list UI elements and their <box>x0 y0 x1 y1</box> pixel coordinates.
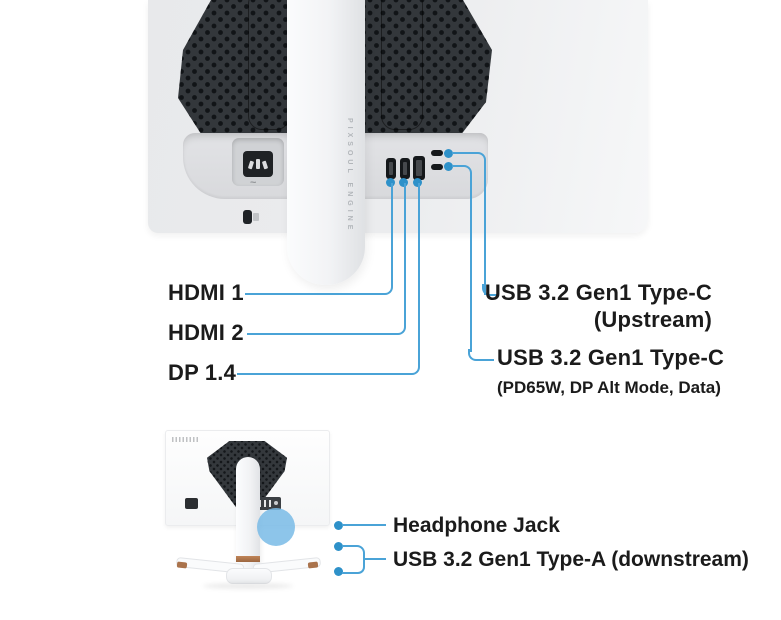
dp-port <box>413 156 425 180</box>
hdmi-1-dot <box>386 178 395 187</box>
stand-column <box>287 0 365 285</box>
usb-c-pd-callout-line <box>452 165 472 352</box>
dp-callout-line <box>237 183 420 375</box>
hdmi-1-label: HDMI 1 <box>168 280 244 305</box>
usb-c-upstream-callout-elbow <box>482 284 498 296</box>
usb-c-upstream-port <box>431 150 443 156</box>
usb-c-upstream-dot <box>444 149 453 158</box>
base-shadow <box>203 583 293 589</box>
brand-logo <box>172 437 199 442</box>
headphone-jack-dot <box>334 521 343 530</box>
hdmi-2-port <box>400 158 410 179</box>
usb-c-pd-callout-elbow <box>468 349 494 361</box>
usb-a-dot-2 <box>334 567 343 576</box>
hdmi-1-callout-line <box>245 183 393 295</box>
usb-c-pd-subtitle: (PD65W, DP Alt Mode, Data) <box>497 378 721 397</box>
hdmi-2-label: HDMI 2 <box>168 320 244 345</box>
usb-a-bracket-bottom <box>342 558 365 574</box>
usb-c-upstream-callout-line <box>452 152 486 295</box>
stand-brand-text: PIXSOUL ENGINE <box>346 118 353 234</box>
vesa-seam-right <box>381 0 423 130</box>
usb-c-upstream-title: USB 3.2 Gen1 Type-C <box>484 280 712 305</box>
headphone-jack-label: Headphone Jack <box>393 514 560 537</box>
side-ports-highlight-circle <box>257 508 295 546</box>
stand-base-foot <box>226 568 272 584</box>
kensington-lock-pin <box>253 213 259 221</box>
usb-c-pd-dot <box>444 162 453 171</box>
headphone-jack-callout-line <box>342 524 386 526</box>
hdmi-2-dot <box>399 178 408 187</box>
base-copper-tip-left <box>176 561 188 569</box>
usb-c-pd-label-block: USB 3.2 Gen1 Type-C (PD65W, DP Alt Mode,… <box>497 346 729 398</box>
kensington-lock-slot <box>243 210 252 224</box>
side-ports-strip <box>255 497 281 510</box>
stand-copper-ring <box>236 556 260 562</box>
headphone-jack-hole <box>274 501 278 505</box>
usb-c-pd-port <box>431 164 443 170</box>
stand-column-small <box>236 457 260 571</box>
usb-a-bracket-top <box>342 545 365 561</box>
hdmi-1-port <box>386 158 396 179</box>
usb-c-upstream-subtitle: (Upstream) <box>593 307 712 332</box>
usb-a-downstream-label: USB 3.2 Gen1 Type-A (downstream) <box>393 548 749 571</box>
ac-inlet-small <box>185 498 198 509</box>
base-copper-tip-right <box>307 561 319 569</box>
usb-c-upstream-label-block: USB 3.2 Gen1 Type-C (Upstream) <box>480 281 712 332</box>
ac-power-inlet <box>243 151 273 177</box>
hdmi-2-callout-line <box>247 183 406 335</box>
usb-c-pd-title: USB 3.2 Gen1 Type-C <box>497 345 725 370</box>
vesa-seam-left <box>248 0 290 130</box>
dp-dot <box>413 178 422 187</box>
usb-a-dot-1 <box>334 542 343 551</box>
usb-a-callout-stub <box>363 558 386 560</box>
dp-label: DP 1.4 <box>168 360 237 385</box>
